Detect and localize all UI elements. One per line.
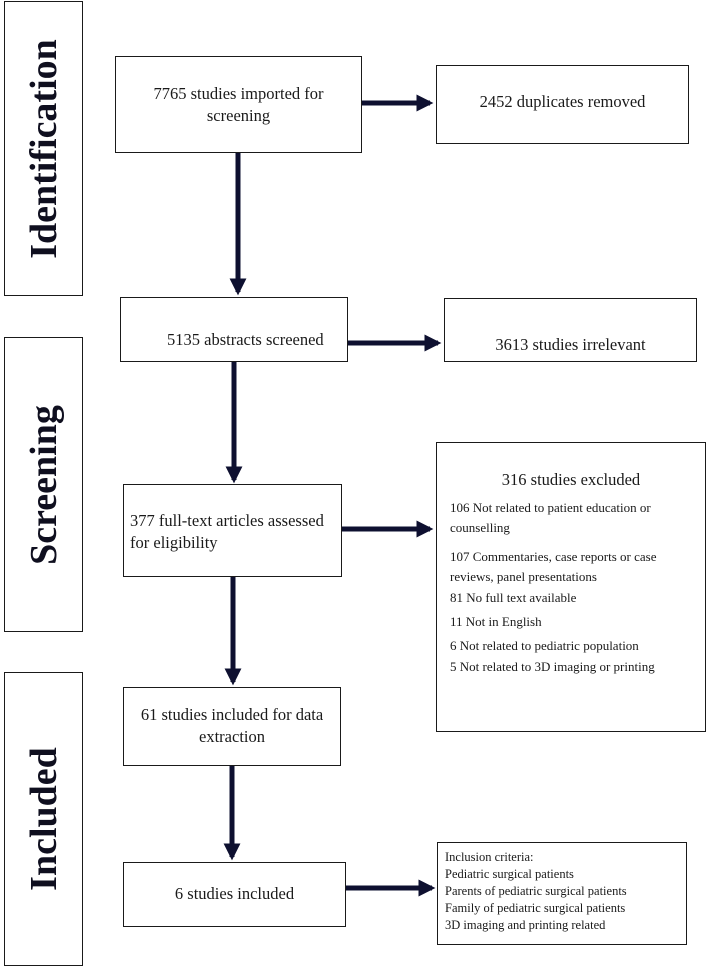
fulltext-box: 377 full-text articles assessed for elig…	[123, 484, 342, 577]
abstracts-screened-text: 5135 abstracts screened	[167, 330, 324, 349]
excluded-title: 316 studies excluded	[501, 470, 641, 489]
irrelevant-box: 3613 studies irrelevant	[444, 298, 697, 362]
excluded-box: 316 studies excluded 106 Not related to …	[436, 442, 706, 732]
irrelevant-text: 3613 studies irrelevant	[495, 335, 646, 354]
stage-screening: Screening	[4, 337, 83, 632]
duplicates-text: 2452 duplicates removed	[479, 92, 646, 111]
exclusion-item: 6 Not related to pediatric population	[450, 638, 639, 653]
inclusion-item: Parents of pediatric surgical patients	[445, 884, 627, 898]
inclusion-item: 3D imaging and printing related	[445, 918, 606, 932]
exclusion-item: 11 Not in English	[450, 614, 542, 629]
inclusion-item: Pediatric surgical patients	[445, 867, 574, 881]
stage-included: Included	[4, 672, 83, 966]
exclusion-item: 5 Not related to 3D imaging or printing	[450, 659, 655, 674]
final-included-text: 6 studies included	[174, 884, 295, 903]
inclusion-title: Inclusion criteria:	[445, 850, 534, 864]
imported-studies-text: 7765 studies imported for screening	[153, 84, 324, 125]
imported-studies-box: 7765 studies imported for screening	[115, 56, 362, 153]
fulltext-text: 377 full-text articles assessed for elig…	[130, 511, 324, 552]
final-included-box: 6 studies included	[123, 862, 346, 927]
duplicates-box: 2452 duplicates removed	[436, 65, 689, 144]
data-extraction-text: 61 studies included for data extraction	[140, 705, 324, 746]
inclusion-criteria-box: Inclusion criteria: Pediatric surgical p…	[437, 842, 687, 945]
exclusion-item: 107 Commentaries, case reports or case r…	[450, 549, 657, 584]
exclusion-item: 81 No full text available	[450, 590, 577, 605]
stage-identification: Identification	[4, 1, 83, 296]
exclusion-item: 106 Not related to patient education or …	[450, 500, 651, 535]
inclusion-item: Family of pediatric surgical patients	[445, 901, 626, 915]
data-extraction-box: 61 studies included for data extraction	[123, 687, 341, 766]
abstracts-screened-box: 5135 abstracts screened	[120, 297, 348, 362]
